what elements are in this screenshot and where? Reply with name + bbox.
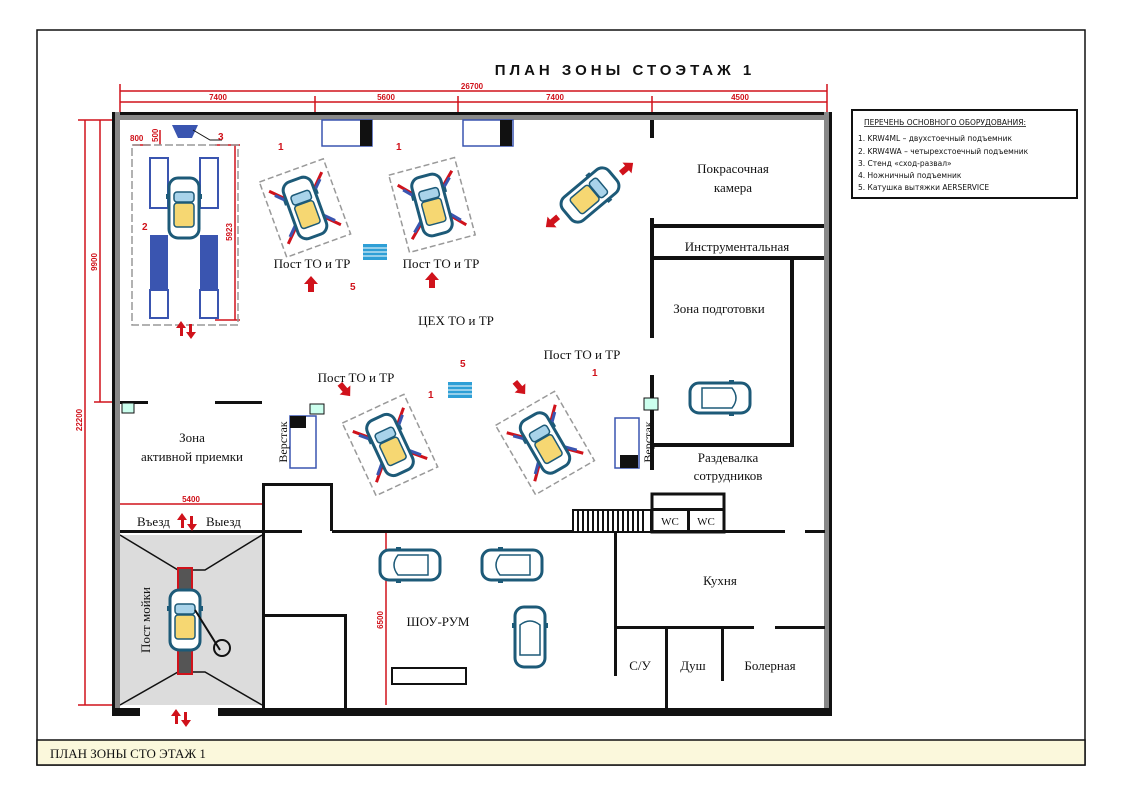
- dim-segment: 4500: [731, 93, 749, 102]
- exhaust-reel-icon: [447, 381, 473, 399]
- workbench-label: Верстак: [276, 421, 290, 462]
- dim-segment: 7400: [209, 93, 227, 102]
- room-tools: Инструментальная: [685, 239, 789, 254]
- car-icon: [553, 160, 627, 230]
- exit-sign-icon: [643, 397, 659, 411]
- legend-heading: ПЕРЕЧЕНЬ ОСНОВНОГО ОБОРУДОВАНИЯ:: [864, 118, 1026, 127]
- room-paint-booth: Покрасочная: [697, 161, 769, 176]
- two-post-lift: [342, 394, 437, 495]
- arrow-icon: [541, 211, 563, 233]
- two-post-lift: [389, 158, 475, 253]
- marker: 5: [460, 359, 466, 370]
- pressure-washer-icon: [194, 609, 231, 657]
- marker: 1: [396, 142, 402, 153]
- dim-small: 800: [130, 134, 144, 143]
- workbench-tools: [289, 119, 640, 469]
- post-label: Пост ТО и ТР: [274, 256, 351, 271]
- car-icon: [688, 378, 752, 418]
- dim-showroom-height: 6500: [376, 611, 385, 629]
- footer-bar: [36, 739, 1086, 766]
- post-label: Пост ТО и ТР: [318, 370, 395, 385]
- room-prep: Зона подготовки: [673, 301, 764, 316]
- footer-title: ПЛАН ЗОНЫ СТО ЭТАЖ 1: [50, 746, 206, 761]
- dim-segment: 7400: [546, 93, 564, 102]
- dim-left-height: 9900: [90, 253, 99, 271]
- building-walls: [112, 112, 832, 716]
- marker: 3: [218, 132, 224, 143]
- room-toilet: С/У: [629, 658, 651, 673]
- room-shower: Душ: [680, 658, 705, 673]
- room-locker: сотрудников: [694, 468, 763, 483]
- marker: 1: [278, 142, 284, 153]
- arrow-icon: [616, 157, 638, 179]
- post-label: Пост ТО и ТР: [544, 347, 621, 362]
- dim-total-height: 22200: [75, 408, 84, 431]
- marker: 2: [142, 222, 148, 233]
- room-wc: WC: [697, 516, 715, 528]
- four-post-lift: [131, 144, 239, 326]
- room-wash: Пост мойки: [138, 587, 153, 653]
- room-wc: WC: [661, 516, 679, 528]
- exhaust-reel-icon: [362, 243, 388, 261]
- entry-label: Въезд: [137, 514, 170, 529]
- arrow-icon: [509, 377, 531, 399]
- marker: 1: [592, 368, 598, 379]
- dim-small: 500: [151, 128, 160, 142]
- room-locker: Раздевалка: [698, 450, 759, 465]
- legend-item: 5. Катушка вытяжки AERSERVICE: [858, 183, 989, 192]
- staircase: [572, 509, 652, 533]
- post-label: Пост ТО и ТР: [403, 256, 480, 271]
- room-reception: Зона: [179, 430, 205, 445]
- marker: 5: [350, 282, 356, 293]
- car-icon: [480, 545, 544, 585]
- room-boiler: Болерная: [744, 658, 795, 673]
- page-title: ПЛАН ЗОНЫ СТОЭТАЖ 1: [495, 62, 755, 79]
- arrow-up-icon: [304, 276, 318, 292]
- dim-wash-width: 5400: [182, 495, 200, 504]
- legend-item: 2. KRW4WA – четырехстоечный подъемник: [858, 147, 1029, 156]
- car-icon: [165, 588, 205, 652]
- legend-item: 3. Стенд «сход-развал»: [858, 159, 952, 168]
- dimension-lines: [78, 84, 828, 706]
- wash-arrows-icon: [171, 709, 191, 727]
- legend-item: 1. KRW4ML – двухстоечный подъемник: [858, 134, 1012, 143]
- car-icon: [510, 605, 550, 669]
- room-kitchen: Кухня: [703, 573, 737, 588]
- dim-lift-length: 5923: [225, 223, 234, 241]
- exit-sign-icon: [309, 403, 325, 415]
- room-workshop: ЦЕХ ТО и ТР: [418, 313, 494, 328]
- room-showroom: ШОУ-РУМ: [407, 614, 470, 629]
- marker: 1: [428, 390, 434, 401]
- arrow-up-icon: [425, 272, 439, 288]
- workbench-label: Верстак: [641, 421, 655, 462]
- exit-sign-icon: [121, 402, 135, 414]
- dim-total-width: 26700: [461, 82, 484, 91]
- alignment-stand: [172, 125, 222, 141]
- legend-item: 4. Ножничный подъемник: [858, 171, 962, 180]
- two-post-lift: [259, 159, 350, 257]
- exit-label: Выезд: [206, 514, 241, 529]
- entry-exit-arrows-icon: [177, 513, 197, 531]
- room-reception: активной приемки: [141, 449, 243, 464]
- equipment-legend: ПЕРЕЧЕНЬ ОСНОВНОГО ОБОРУДОВАНИЯ: 1. KRW4…: [851, 109, 1078, 199]
- two-post-lift: [496, 391, 595, 494]
- entry-arrows-icon: [176, 321, 196, 339]
- room-paint-booth: камера: [714, 180, 752, 195]
- dim-segment: 5600: [377, 93, 395, 102]
- car-icon: [378, 545, 442, 585]
